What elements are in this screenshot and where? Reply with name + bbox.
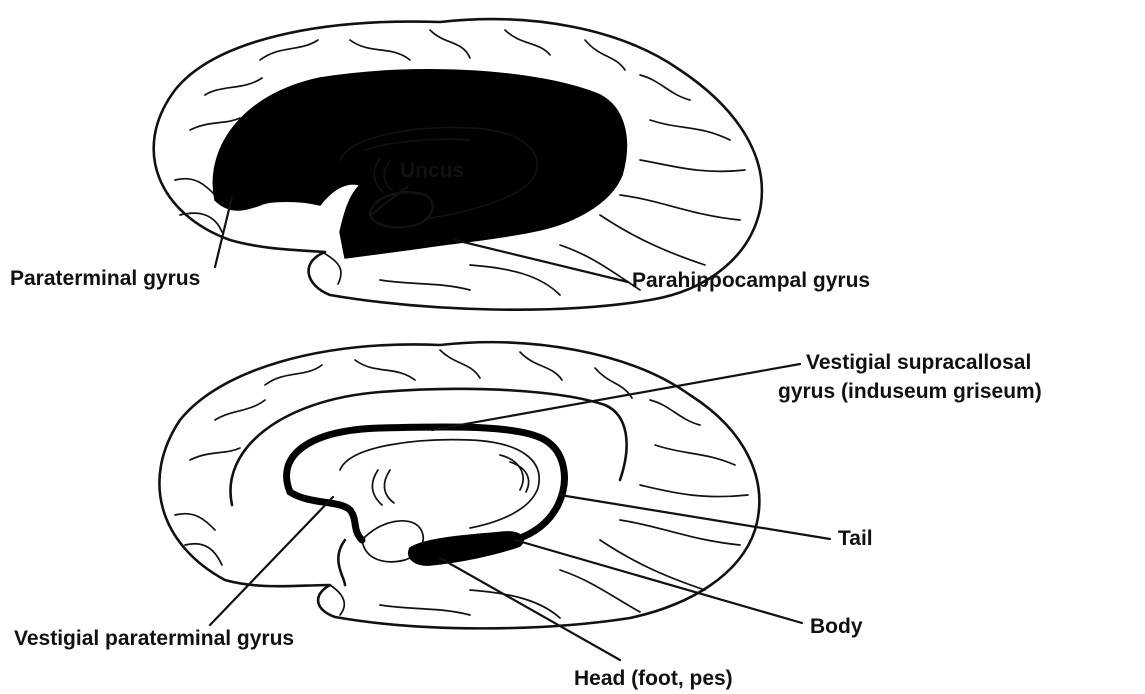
vestigial-supracallosal-label-2: gyrus (induseum griseum)	[778, 380, 1042, 403]
bottom-sulci	[175, 350, 748, 618]
body-label: Body	[810, 615, 863, 638]
paraterminal-leader	[215, 197, 232, 267]
head-leader	[440, 558, 620, 660]
vestigial-supracallosal-label-1: Vestigial supracallosal	[806, 351, 1031, 374]
parahippocampal-gyrus-label: Parahippocampal gyrus	[632, 269, 870, 292]
top-temporal-notch	[322, 252, 341, 284]
head-label: Head (foot, pes)	[574, 667, 733, 690]
paraterminal-gyrus-label: Paraterminal gyrus	[10, 267, 200, 290]
bottom-inner-contour	[340, 440, 539, 528]
tail-label: Tail	[838, 527, 873, 550]
vestigial-paraterminal-gyrus-label: Vestigial paraterminal gyrus	[14, 627, 294, 650]
top-brain-medial-view: Uncus Paraterminal gyrus Parahippocampal…	[10, 19, 870, 310]
uncus-label: Uncus	[400, 159, 464, 182]
supracallosal-leader	[432, 364, 800, 430]
parahippocampal-leader	[455, 240, 628, 282]
bottom-brain-medial-view: Vestigial supracallosal gyrus (induseum …	[14, 342, 1042, 690]
vestigial-paraterminal-leader	[210, 497, 333, 625]
hippocampus-head-body	[409, 532, 523, 565]
tail-leader	[560, 495, 830, 539]
paraterminal-band	[290, 492, 362, 540]
